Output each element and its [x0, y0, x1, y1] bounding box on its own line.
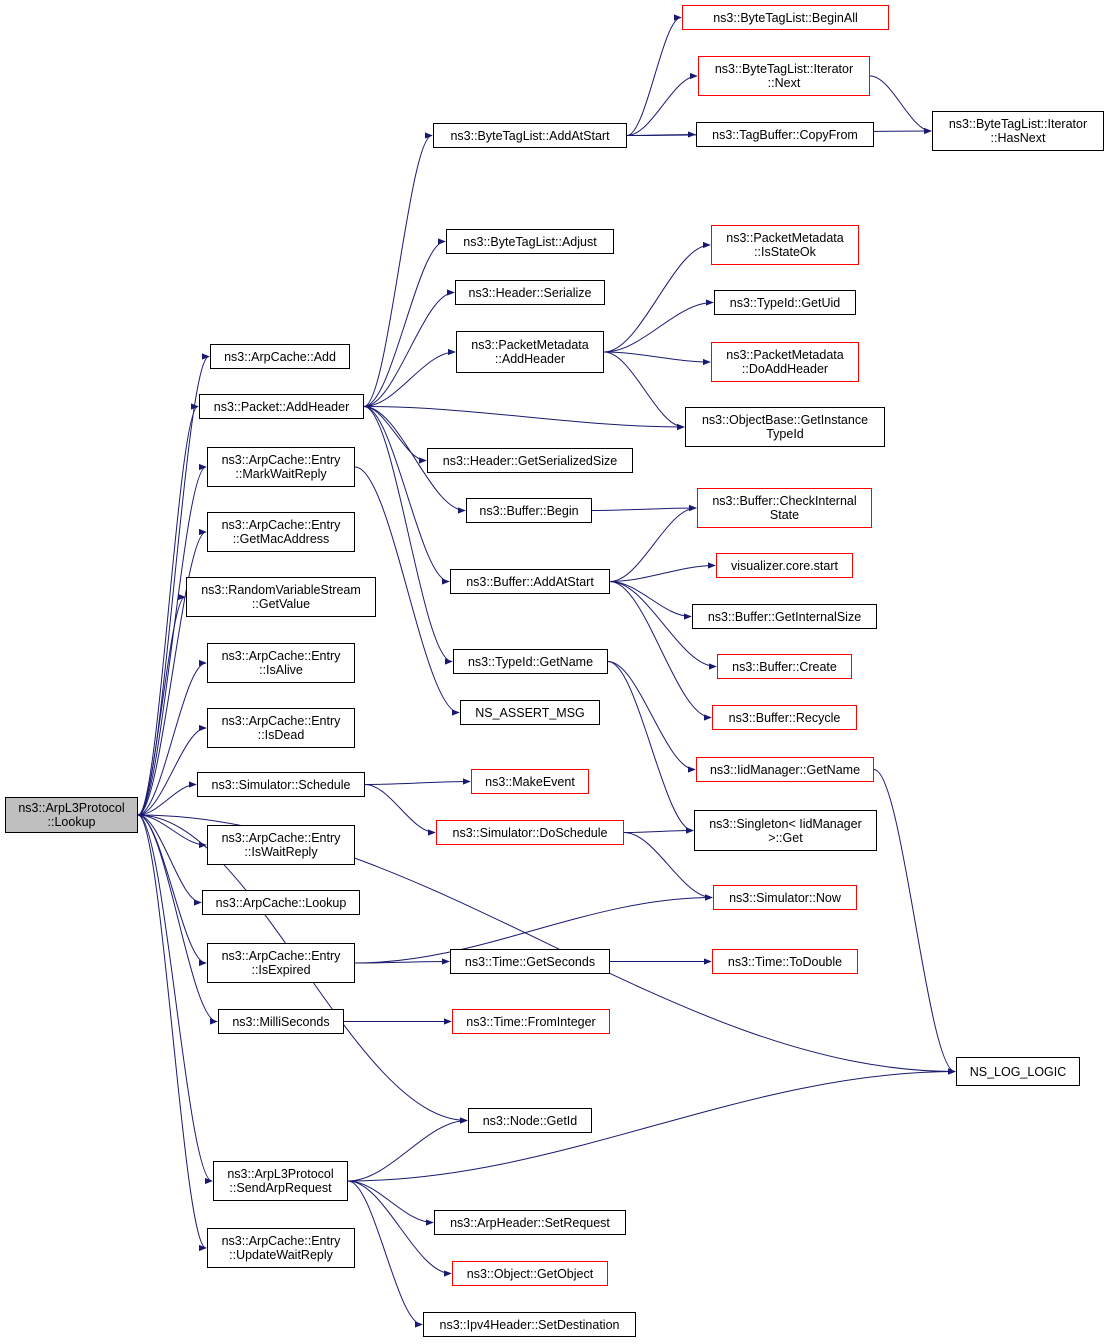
edge-packet-addheader-to-objectbase-getinstancetypeid [363, 406, 685, 431]
edge-btl-addatstart-to-btl-beginall [626, 14, 682, 136]
edge-root-to-sendarprequest [137, 814, 213, 1185]
edge-packet-addheader-to-buffer-addatstart [363, 406, 450, 585]
node-btl-addatstart[interactable]: ns3::ByteTagList::AddAtStart [433, 123, 627, 148]
edge-sim-doschedule-to-sim-now [623, 832, 713, 901]
edge-sendarprequest-to-arpheader-setrequest [347, 1180, 434, 1226]
edge-packet-addheader-to-typeid-getname [363, 406, 453, 665]
node-tagbuffer-copyfrom[interactable]: ns3::TagBuffer::CopyFrom [696, 122, 874, 147]
node-entry-isdead[interactable]: ns3::ArpCache::Entry ::IsDead [207, 708, 355, 748]
node-buffer-create[interactable]: ns3::Buffer::Create [717, 654, 852, 679]
node-buffer-begin[interactable]: ns3::Buffer::Begin [466, 498, 592, 523]
node-visualizer-core-start[interactable]: visualizer.core.start [716, 553, 853, 578]
edge-root-to-arpcache-lookup [137, 814, 202, 906]
node-entry-isalive[interactable]: ns3::ArpCache::Entry ::IsAlive [207, 643, 355, 683]
node-ipv4header-setdest[interactable]: ns3::Ipv4Header::SetDestination [423, 1312, 636, 1337]
node-entry-getmac[interactable]: ns3::ArpCache::Entry ::GetMacAddress [207, 512, 355, 552]
edge-iidmanager-getname-to-ns-log-logic [873, 769, 956, 1075]
edge-buffer-addatstart-to-buffer-create [609, 581, 717, 670]
node-header-serialize[interactable]: ns3::Header::Serialize [455, 280, 605, 305]
edge-root-to-entry-isalive [137, 659, 207, 816]
edge-packet-addheader-to-header-getserializedsize [363, 406, 427, 464]
node-entry-isexpired[interactable]: ns3::ArpCache::Entry ::IsExpired [207, 943, 355, 983]
edge-root-to-entry-isdead [137, 724, 207, 816]
node-arpcache-add[interactable]: ns3::ArpCache::Add [210, 344, 350, 369]
edge-btl-addatstart-to-btl-iter-next [626, 72, 698, 136]
node-objectbase-getinstancetypeid[interactable]: ns3::ObjectBase::GetInstance TypeId [685, 407, 885, 447]
node-entry-markwaitreply[interactable]: ns3::ArpCache::Entry ::MarkWaitReply [207, 447, 355, 487]
node-buffer-checkinternalstate[interactable]: ns3::Buffer::CheckInternal State [697, 488, 872, 528]
node-packet-addheader[interactable]: ns3::Packet::AddHeader [199, 394, 364, 419]
node-typeid-getname[interactable]: ns3::TypeId::GetName [453, 649, 608, 674]
node-btl-iter-next[interactable]: ns3::ByteTagList::Iterator ::Next [698, 56, 870, 96]
node-buffer-recycle[interactable]: ns3::Buffer::Recycle [712, 705, 857, 730]
node-time-frominteger[interactable]: ns3::Time::FromInteger [452, 1009, 610, 1034]
edge-packet-addheader-to-btl-addatstart [363, 132, 433, 407]
edge-typeid-getname-to-iidmanager-getname [607, 661, 696, 773]
node-arpheader-setrequest[interactable]: ns3::ArpHeader::SetRequest [434, 1210, 626, 1235]
node-time-todouble[interactable]: ns3::Time::ToDouble [712, 949, 858, 974]
edge-typeid-getname-to-singleton-get [607, 661, 694, 834]
node-entry-iswaitreply[interactable]: ns3::ArpCache::Entry ::IsWaitReply [207, 825, 355, 865]
node-arpcache-lookup[interactable]: ns3::ArpCache::Lookup [202, 890, 360, 915]
edge-entry-markwaitreply-to-ns-assert-msg [354, 466, 460, 716]
edge-btl-iter-next-to-btl-iter-hasnext [869, 75, 932, 135]
node-singleton-get[interactable]: ns3::Singleton< IidManager >::Get [694, 810, 877, 851]
edge-sim-doschedule-to-singleton-get [623, 827, 694, 834]
node-milliseconds[interactable]: ns3::MilliSeconds [218, 1009, 344, 1034]
edge-pm-addheader-to-typeid-getuid [603, 299, 714, 353]
node-sim-now[interactable]: ns3::Simulator::Now [713, 885, 857, 910]
edge-root-to-packet-addheader [137, 403, 199, 816]
node-typeid-getuid[interactable]: ns3::TypeId::GetUid [714, 290, 856, 315]
node-pm-isstateok[interactable]: ns3::PacketMetadata ::IsStateOk [711, 225, 859, 265]
node-root: ns3::ArpL3Protocol ::Lookup [5, 797, 138, 833]
node-btl-adjust[interactable]: ns3::ByteTagList::Adjust [446, 229, 614, 254]
node-btl-iter-hasnext[interactable]: ns3::ByteTagList::Iterator ::HasNext [932, 111, 1104, 151]
node-iidmanager-getname[interactable]: ns3::IidManager::GetName [696, 757, 874, 782]
node-sim-schedule[interactable]: ns3::Simulator::Schedule [197, 772, 365, 797]
edge-root-to-entry-markwaitreply [137, 463, 207, 816]
edge-sim-schedule-to-sim-doschedule [364, 784, 436, 836]
edge-buffer-addatstart-to-visualizer-core-start [609, 562, 716, 582]
node-time-getseconds[interactable]: ns3::Time::GetSeconds [450, 949, 610, 974]
edge-entry-isexpired-to-sim-now [354, 894, 713, 964]
edge-sendarprequest-to-ns-log-logic [347, 1068, 956, 1182]
node-entry-updatewaitreply[interactable]: ns3::ArpCache::Entry ::UpdateWaitReply [207, 1228, 355, 1268]
edge-pm-addheader-to-pm-isstateok [603, 241, 711, 353]
edge-root-to-milliseconds [137, 814, 218, 1025]
edge-packet-addheader-to-btl-adjust [363, 238, 446, 407]
edge-buffer-addatstart-to-buffer-recycle [609, 581, 712, 721]
node-ns-log-logic[interactable]: NS_LOG_LOGIC [956, 1057, 1080, 1086]
edge-pm-addheader-to-objectbase-getinstancetypeid [603, 351, 685, 431]
node-node-getid[interactable]: ns3::Node::GetId [468, 1108, 592, 1133]
edge-packet-addheader-to-buffer-begin [363, 406, 466, 514]
node-btl-beginall[interactable]: ns3::ByteTagList::BeginAll [682, 5, 889, 30]
edge-packet-addheader-to-pm-addheader [363, 348, 456, 407]
edge-sendarprequest-to-ipv4header-setdest [347, 1180, 423, 1328]
node-header-getserializedsize[interactable]: ns3::Header::GetSerializedSize [427, 448, 633, 473]
edge-packet-addheader-to-header-serialize [363, 289, 455, 407]
node-object-getobject[interactable]: ns3::Object::GetObject [452, 1261, 608, 1286]
node-pm-addheader[interactable]: ns3::PacketMetadata ::AddHeader [456, 331, 604, 373]
node-sim-doschedule[interactable]: ns3::Simulator::DoSchedule [436, 820, 624, 845]
edge-root-to-entry-updatewaitreply [137, 814, 207, 1252]
node-ns-assert-msg[interactable]: NS_ASSERT_MSG [460, 700, 600, 725]
edge-root-to-entry-getmac [137, 528, 207, 816]
edge-sendarprequest-to-object-getobject [347, 1180, 452, 1277]
node-pm-doaddheader[interactable]: ns3::PacketMetadata ::DoAddHeader [711, 342, 859, 382]
node-makeevent[interactable]: ns3::MakeEvent [471, 769, 589, 794]
edge-pm-addheader-to-pm-doaddheader [603, 351, 711, 366]
edge-root-to-sim-schedule [137, 781, 197, 816]
node-sendarprequest[interactable]: ns3::ArpL3Protocol ::SendArpRequest [213, 1161, 348, 1201]
node-buffer-addatstart[interactable]: ns3::Buffer::AddAtStart [450, 569, 610, 594]
edge-sim-schedule-to-makeevent [364, 778, 471, 785]
edge-root-to-entry-isexpired [137, 814, 207, 967]
edge-sendarprequest-to-node-getid [347, 1117, 468, 1182]
node-buffer-getinternalsize[interactable]: ns3::Buffer::GetInternalSize [692, 604, 877, 629]
edge-buffer-begin-to-buffer-checkinternalstate [591, 504, 697, 512]
edge-buffer-addatstart-to-buffer-checkinternalstate [609, 504, 697, 582]
edge-root-to-rvs-getvalue [137, 593, 186, 816]
edge-entry-isexpired-to-time-getseconds [354, 958, 450, 965]
node-rvs-getvalue[interactable]: ns3::RandomVariableStream ::GetValue [186, 577, 376, 617]
